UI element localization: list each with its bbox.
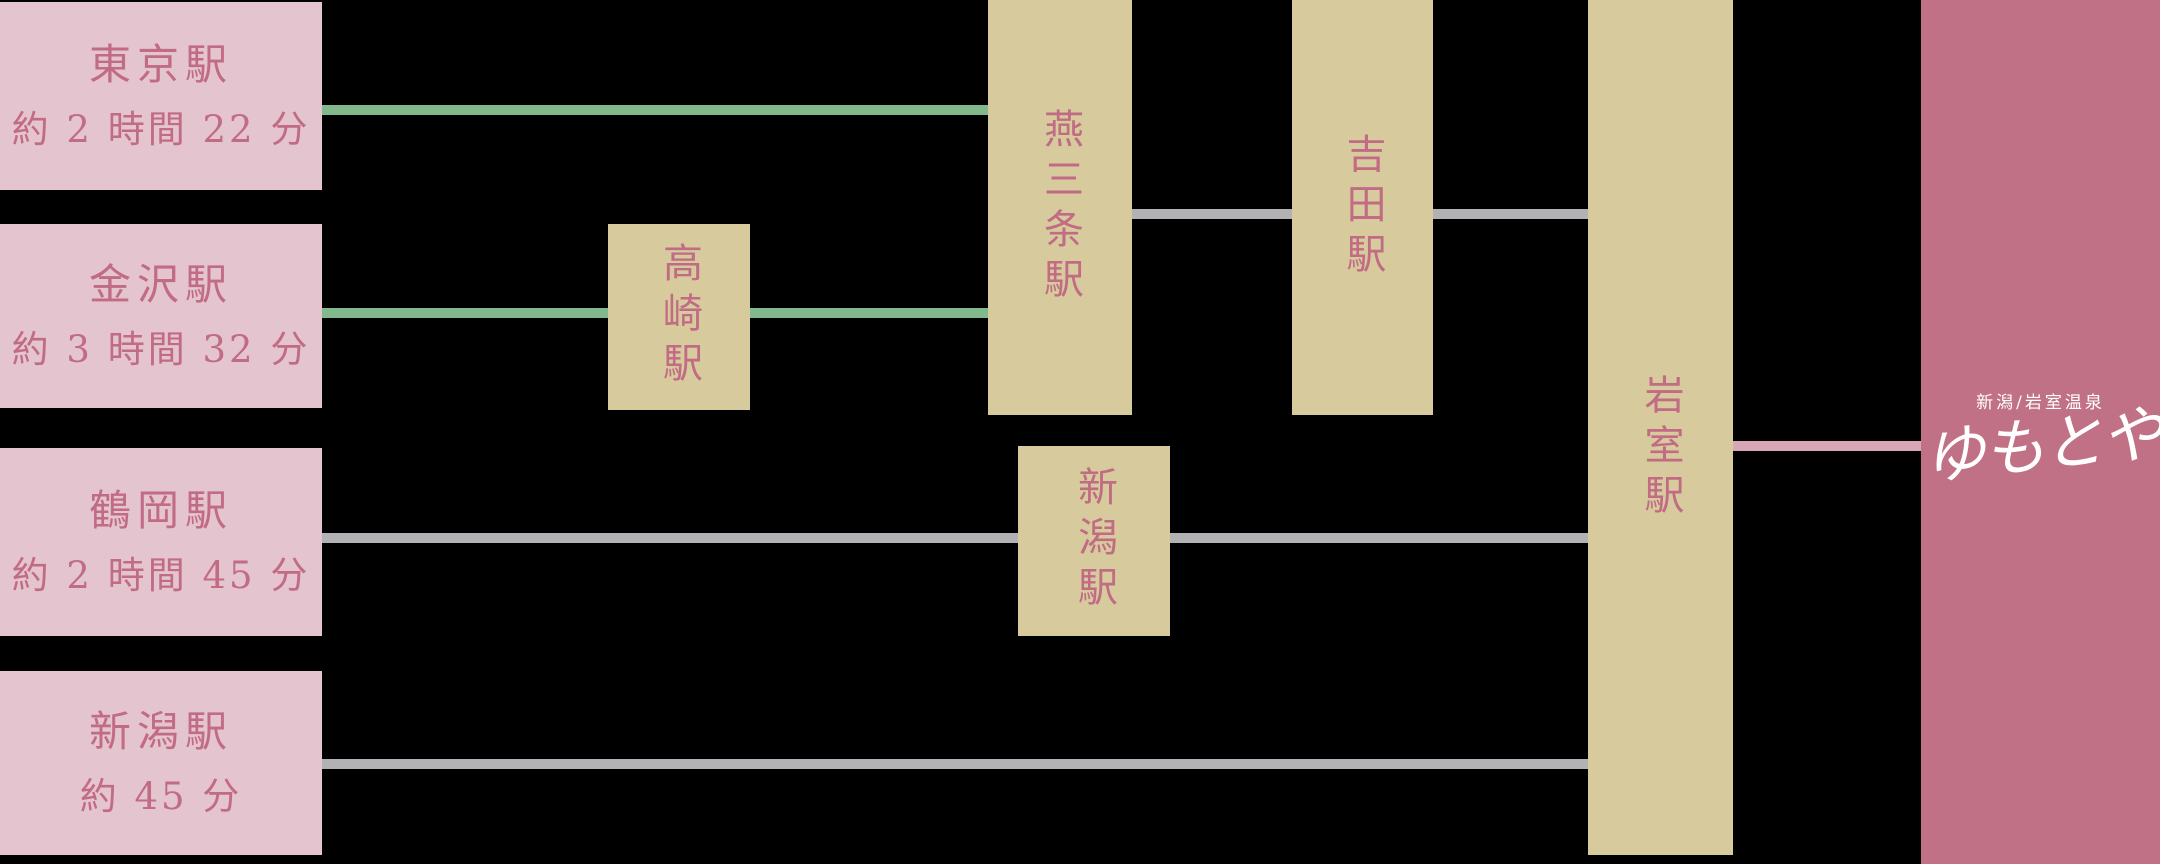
origin-station-name: 鶴岡駅 <box>88 485 233 535</box>
origin-box-tsuruoka: 鶴岡駅 約 2 時間 45 分 <box>0 448 322 636</box>
origin-station-name: 金沢駅 <box>88 259 233 309</box>
route-line-kanazawa-takasaki <box>322 308 608 318</box>
destination-panel: 新潟/岩室温泉 ゆもとや <box>1920 0 2160 864</box>
route-line-yoshida-iwamuro <box>1433 209 1588 219</box>
transfer-box-tsubamesanjo: 燕三条駅 <box>988 0 1132 415</box>
transfer-station-name: 岩室駅 <box>1637 373 1684 524</box>
origin-station-name: 東京駅 <box>88 39 233 89</box>
transfer-box-niigata: 新潟駅 <box>1018 446 1170 636</box>
origin-travel-time: 約 2 時間 45 分 <box>11 554 311 597</box>
destination-name-logotype: ゆもとや <box>1919 396 2160 495</box>
origin-travel-time: 約 45 分 <box>79 775 243 818</box>
destination-logo: 新潟/岩室温泉 ゆもとや <box>1920 388 2160 494</box>
route-line-tokyo-tsubamesanjo <box>322 105 988 115</box>
transfer-box-yoshida: 吉田駅 <box>1292 0 1433 415</box>
transfer-station-name: 吉田駅 <box>1339 132 1386 283</box>
transfer-station-name: 燕三条駅 <box>1037 107 1083 308</box>
route-line-takasaki-tsubamesanjo <box>750 308 988 318</box>
origin-travel-time: 約 3 時間 32 分 <box>11 328 311 371</box>
origin-box-kanazawa: 金沢駅 約 3 時間 32 分 <box>0 224 322 408</box>
transfer-box-iwamuro: 岩室駅 <box>1588 0 1733 855</box>
transfer-box-takasaki: 高崎駅 <box>608 224 750 410</box>
route-line-tsubamesanjo-yoshida <box>1132 209 1292 219</box>
transfer-station-name: 高崎駅 <box>656 242 702 392</box>
route-line-niigata2-iwamuro <box>322 759 1588 769</box>
destination-area-label: 新潟/岩室温泉 <box>1976 393 2105 413</box>
origin-box-tokyo: 東京駅 約 2 時間 22 分 <box>0 2 322 190</box>
origin-box-niigata: 新潟駅 約 45 分 <box>0 671 322 855</box>
route-line-iwamuro-destination <box>1732 441 1921 451</box>
route-line-tsuruoka-niigata <box>322 533 1018 543</box>
route-line-niigata-iwamuro <box>1170 533 1588 543</box>
transfer-station-name: 新潟駅 <box>1071 466 1117 616</box>
origin-station-name: 新潟駅 <box>88 706 233 756</box>
origin-travel-time: 約 2 時間 22 分 <box>11 108 311 151</box>
